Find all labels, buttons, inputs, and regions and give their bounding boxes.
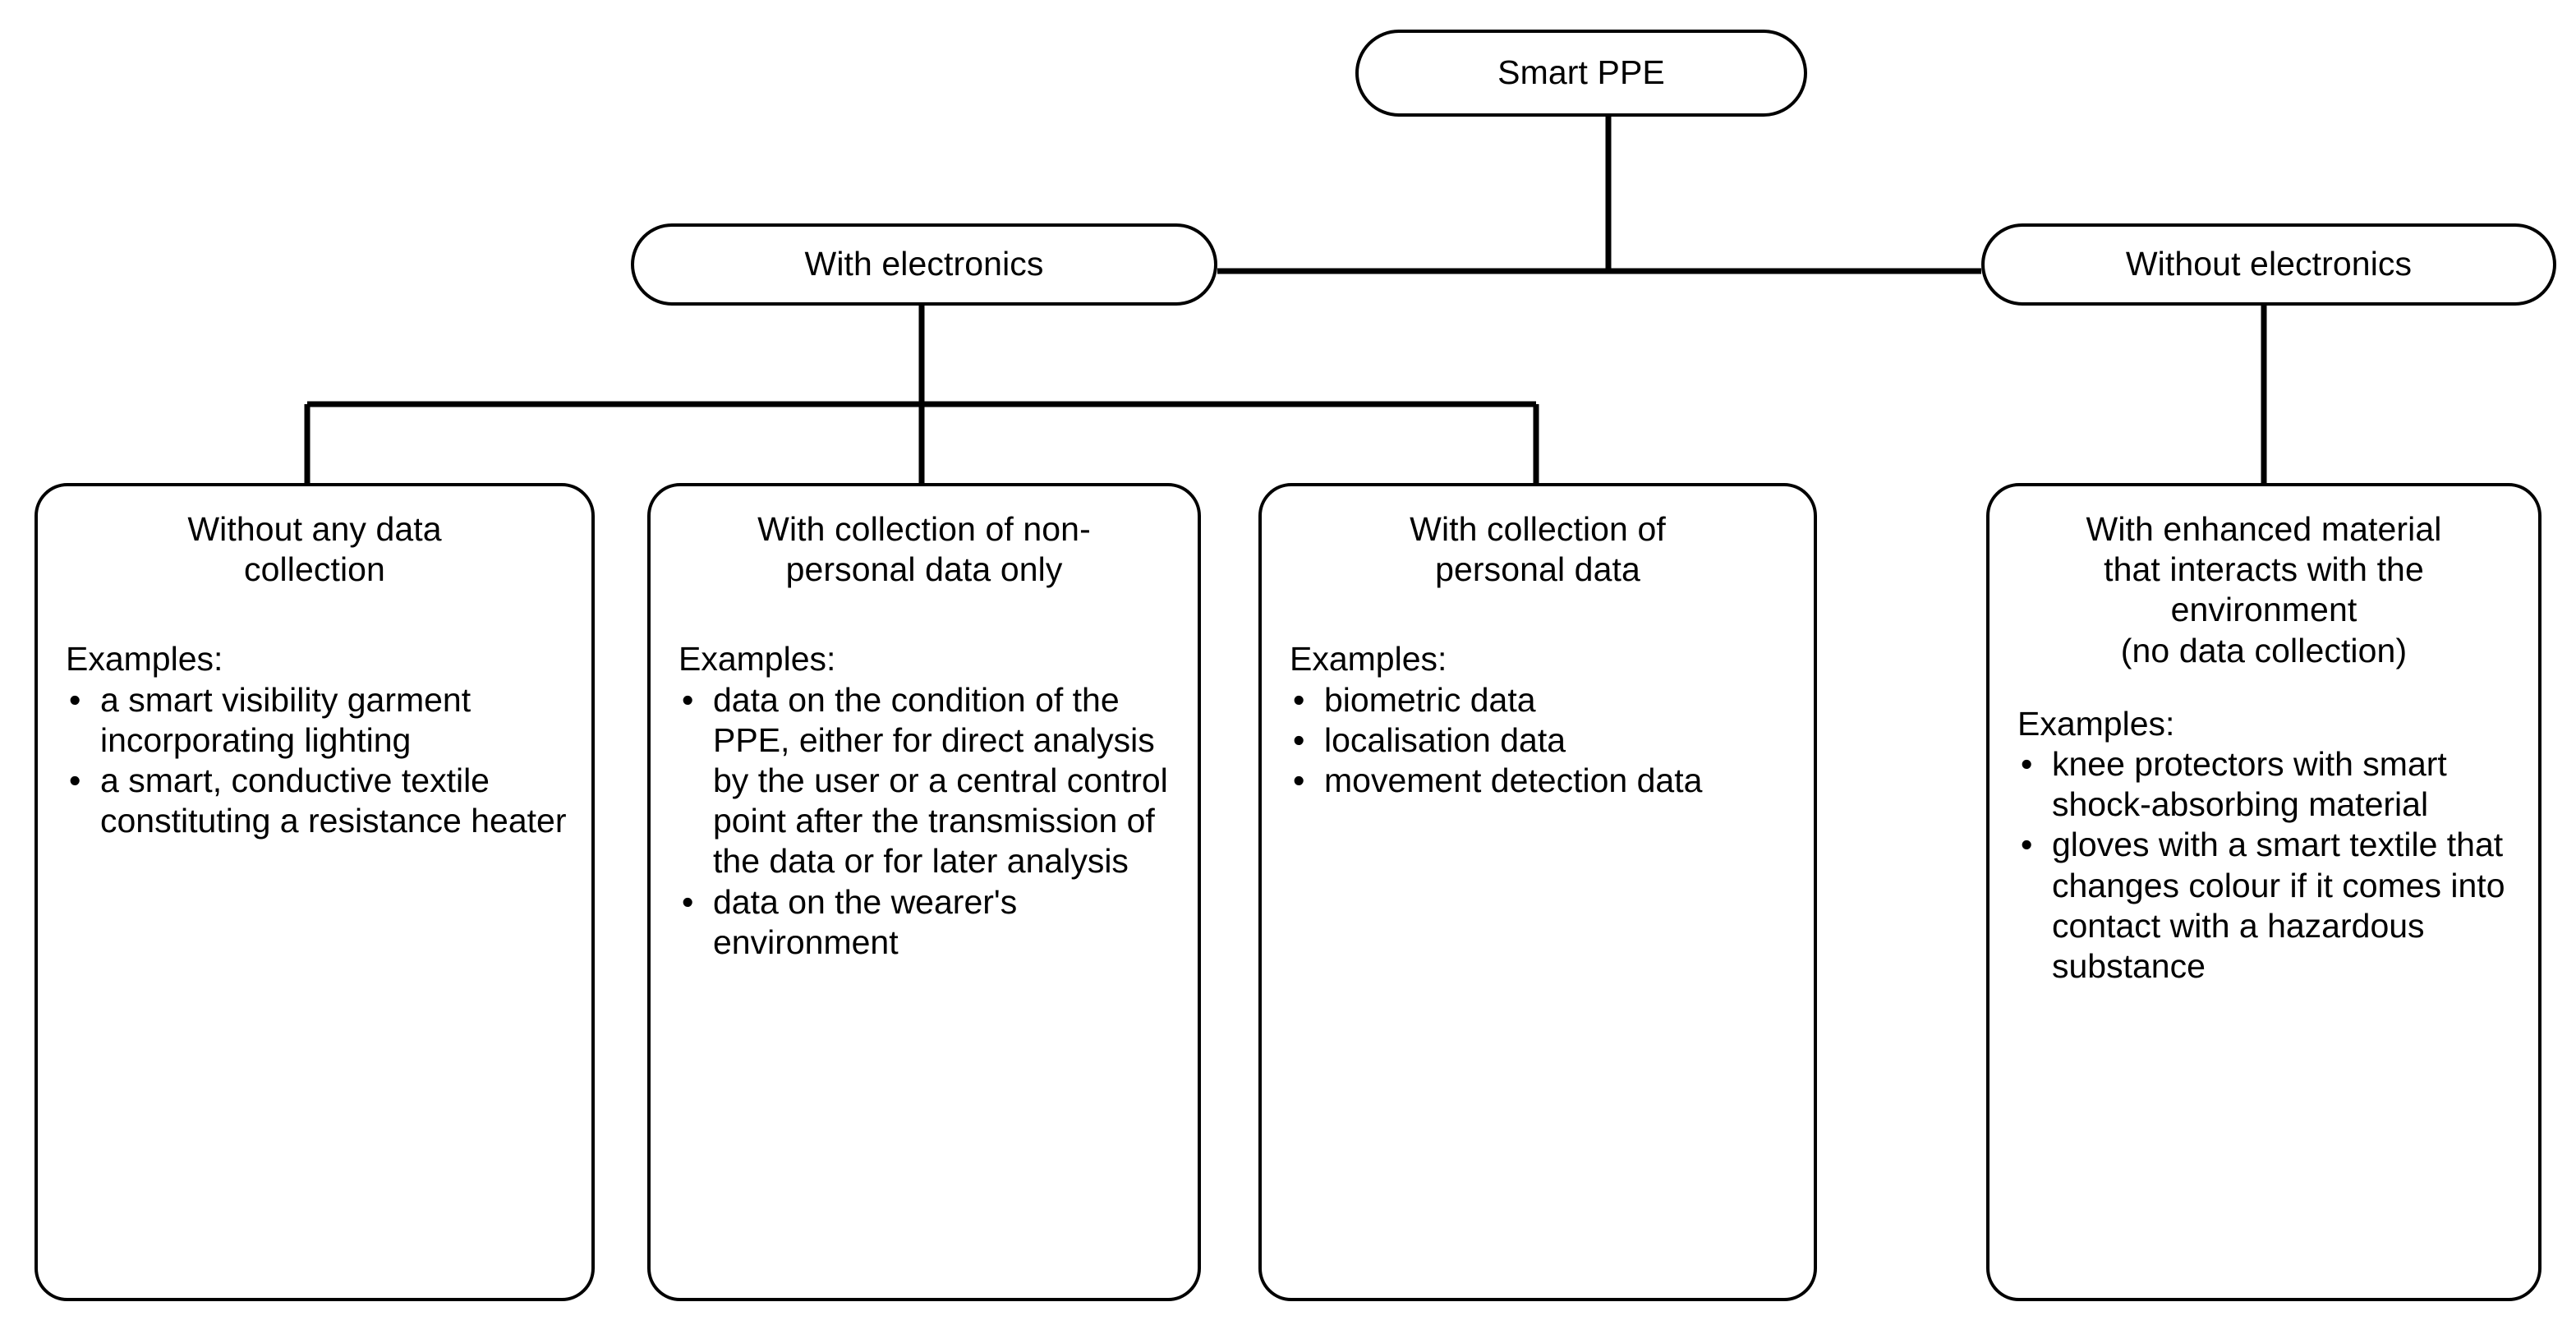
leaf-2-spacer	[651, 590, 1198, 639]
leaf-1-title: Without any data collection	[187, 510, 442, 589]
list-item-text: a smart visibility garment incorporating…	[100, 680, 472, 759]
list-item: • data on the wearer's environment	[678, 882, 1183, 963]
list-item: • localisation data	[1290, 720, 1799, 761]
leaf-4-examples: Examples: • knee protectors with smart sh…	[1990, 704, 2538, 987]
leaf-3-examples-list: • biometric data • localisation data • move…	[1290, 680, 1799, 802]
node-leaf-enhanced-material[interactable]: With enhanced material that interacts wi…	[1986, 483, 2542, 1301]
leaf-3-title: With collection of personal data	[1410, 510, 1666, 589]
list-item: • biometric data	[1290, 680, 1799, 720]
list-item: • knee protectors with smart shock-absorb…	[2017, 744, 2523, 825]
leaf-1-examples-label: Examples:	[66, 640, 223, 679]
list-item-text: data on the condition of the PPE, either…	[713, 680, 1168, 881]
list-item: • data on the condition of the PPE, eithe…	[678, 680, 1183, 882]
leaf-2-title: With collection of non- personal data on…	[757, 510, 1091, 589]
list-item: • gloves with a smart textile that change…	[2017, 825, 2523, 987]
leaf-4-title: With enhanced material that interacts wi…	[2086, 510, 2442, 669]
leaf-4-examples-label: Examples:	[2017, 704, 2175, 743]
bullet-icon: •	[1293, 761, 1305, 799]
node-without-electronics[interactable]: Without electronics	[1981, 223, 2556, 306]
node-root-label: Smart PPE	[1497, 53, 1665, 92]
bullet-icon: •	[2021, 744, 2033, 783]
list-item-text: gloves with a smart textile that changes…	[2052, 826, 2505, 985]
leaf-2-examples-list: • data on the condition of the PPE, eithe…	[678, 680, 1183, 963]
node-leaf-personal-data[interactable]: With collection of personal data Example…	[1258, 483, 1817, 1301]
leaf-4-spacer	[1990, 671, 2538, 704]
list-item-text: biometric data	[1324, 680, 1536, 719]
node-with-electronics[interactable]: With electronics	[631, 223, 1217, 306]
bullet-icon: •	[682, 680, 694, 719]
list-item: • a smart visibility garment incorporatin…	[66, 680, 577, 761]
list-item-text: knee protectors with smart shock-absorbi…	[2052, 744, 2447, 824]
leaf-1-spacer	[38, 590, 591, 639]
bullet-icon: •	[69, 761, 81, 799]
leaf-4-examples-list: • knee protectors with smart shock-absorb…	[2017, 744, 2523, 987]
list-item-text: data on the wearer's environment	[713, 882, 1018, 961]
list-item-text: localisation data	[1324, 720, 1566, 759]
node-leaf-without-any-data-collection[interactable]: Without any data collection Examples: • a…	[34, 483, 595, 1301]
bullet-icon: •	[682, 882, 694, 921]
bullet-icon: •	[2021, 826, 2033, 864]
list-item: • a smart, conductive textile constitutin…	[66, 761, 577, 841]
bullet-icon: •	[69, 680, 81, 719]
list-item-text: a smart, conductive textile constituting…	[100, 761, 567, 840]
leaf-1-examples: Examples: • a smart visibility garment in…	[38, 639, 591, 841]
list-item-text: movement detection data	[1324, 761, 1703, 799]
leaf-2-examples: Examples: • data on the condition of the …	[651, 639, 1198, 963]
leaf-3-examples-label: Examples:	[1290, 640, 1447, 679]
bullet-icon: •	[1293, 680, 1305, 719]
node-leaf-non-personal-data[interactable]: With collection of non- personal data on…	[647, 483, 1201, 1301]
leaf-3-spacer	[1262, 590, 1814, 639]
list-item: • movement detection data	[1290, 761, 1799, 801]
node-without-electronics-label: Without electronics	[2125, 245, 2413, 283]
node-root-smart-ppe[interactable]: Smart PPE	[1355, 30, 1807, 117]
leaf-2-examples-label: Examples:	[678, 640, 836, 679]
leaf-1-examples-list: • a smart visibility garment incorporatin…	[66, 680, 577, 842]
leaf-3-examples: Examples: • biometric data • localisation …	[1262, 639, 1814, 801]
bullet-icon: •	[1293, 720, 1305, 759]
node-with-electronics-label: With electronics	[804, 245, 1044, 283]
